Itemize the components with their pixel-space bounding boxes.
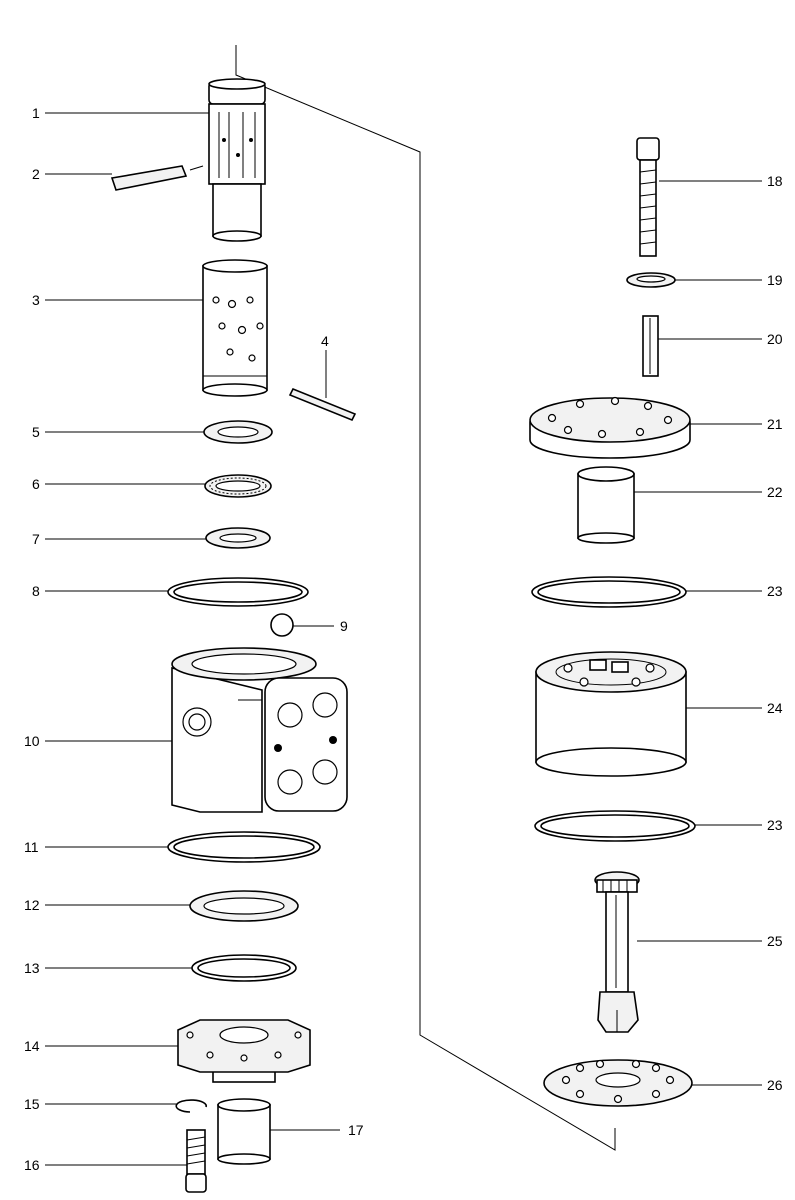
part-14-end-cap <box>177 1019 311 1083</box>
part-26-valve-plate <box>543 1059 693 1107</box>
part-16-bolt <box>185 1129 207 1193</box>
part-5-bearing-race <box>203 420 273 444</box>
part-22-spacer <box>577 466 635 544</box>
part-23b-o-ring <box>534 810 696 842</box>
callout-7: 7 <box>32 531 40 547</box>
callout-3: 3 <box>32 292 40 308</box>
part-21-end-plate <box>529 396 691 459</box>
callout-6: 6 <box>32 476 40 492</box>
part-25-drive-shaft <box>594 871 640 1033</box>
part-4-pin <box>288 387 357 422</box>
part-7-bearing-race <box>205 527 271 549</box>
part-10-housing <box>171 647 348 813</box>
callout-22: 22 <box>767 484 783 500</box>
part-11-o-ring <box>167 831 321 863</box>
callout-14: 14 <box>24 1038 40 1054</box>
callout-23a: 23 <box>767 583 783 599</box>
callout-26: 26 <box>767 1077 783 1093</box>
callout-4: 4 <box>321 333 329 349</box>
callout-8: 8 <box>32 583 40 599</box>
part-24-gear-set <box>535 651 687 777</box>
callout-13: 13 <box>24 960 40 976</box>
callout-9: 9 <box>340 618 348 634</box>
part-9-ball <box>270 613 294 637</box>
part-1-spool <box>208 78 266 242</box>
part-8-o-ring <box>167 577 309 607</box>
callout-10: 10 <box>24 733 40 749</box>
callout-12: 12 <box>24 897 40 913</box>
part-19-washer <box>626 272 676 288</box>
part-13-ring <box>191 954 297 982</box>
callout-24: 24 <box>767 700 783 716</box>
part-6-needle-bearing <box>204 474 272 498</box>
callout-11: 11 <box>24 839 39 855</box>
callout-25: 25 <box>767 933 783 949</box>
callout-20: 20 <box>767 331 783 347</box>
callout-5: 5 <box>32 424 40 440</box>
callout-19: 19 <box>767 272 783 288</box>
callout-16: 16 <box>24 1157 40 1173</box>
callout-17: 17 <box>348 1122 364 1138</box>
part-3-sleeve <box>202 259 268 397</box>
callout-23b: 23 <box>767 817 783 833</box>
assembly-path-line <box>235 45 616 1151</box>
leader-lines <box>45 112 762 1166</box>
part-2-pin <box>110 165 204 191</box>
callout-21: 21 <box>767 416 783 432</box>
part-15-retaining-ring <box>175 1099 207 1113</box>
callout-labels: 1 2 3 4 5 6 7 8 9 10 11 12 13 14 15 16 1… <box>24 105 783 1173</box>
callout-15: 15 <box>24 1096 40 1112</box>
part-12-seal <box>189 890 299 922</box>
callout-2: 2 <box>32 166 40 182</box>
part-20-dowel <box>642 315 659 377</box>
callout-1: 1 <box>32 105 40 121</box>
part-18-long-bolt <box>636 137 660 257</box>
part-23a-o-ring <box>531 576 687 608</box>
callout-18: 18 <box>767 173 783 189</box>
part-17-cylinder <box>217 1098 271 1165</box>
